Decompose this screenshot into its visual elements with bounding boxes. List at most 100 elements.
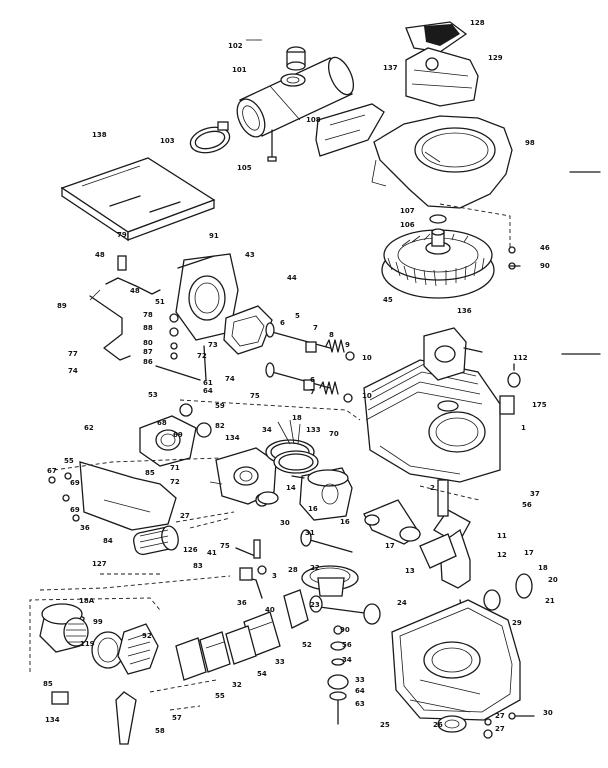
callout-69: 69 — [70, 506, 80, 514]
callout-18: 18 — [538, 564, 548, 572]
flywheel-screws — [508, 246, 521, 270]
callout-61: 61 — [203, 379, 213, 387]
callout-103: 103 — [160, 137, 175, 145]
callout-92: 92 — [142, 632, 152, 640]
oil-pump-washers — [330, 625, 346, 666]
callout-5: 5 — [295, 312, 300, 320]
callout-75: 75 — [250, 392, 260, 400]
callout-83: 83 — [193, 562, 203, 570]
callout-48: 48 — [95, 251, 105, 259]
callout-86: 86 — [143, 358, 153, 366]
callout-40: 40 — [265, 606, 275, 614]
callout-129: 129 — [488, 54, 503, 62]
callout-22: 22 — [310, 564, 320, 572]
muffler-clamp — [189, 121, 231, 154]
callout-14: 14 — [286, 484, 296, 492]
callout-13: 13 — [405, 567, 415, 575]
callout-24: 24 — [397, 599, 407, 607]
callout-59: 59 — [215, 402, 225, 410]
callout-46: 46 — [540, 244, 550, 252]
callout-82: 82 — [215, 422, 225, 430]
callout-10: 10 — [362, 354, 372, 362]
callout-53: 53 — [148, 391, 158, 399]
callout-70: 70 — [329, 430, 339, 438]
callout-44: 44 — [287, 274, 297, 282]
callout-67: 67 — [47, 467, 57, 475]
callout-105: 105 — [237, 164, 252, 172]
callout-10: 10 — [362, 392, 372, 400]
muffler-bolt — [267, 129, 277, 162]
callout-71: 71 — [170, 464, 180, 472]
carburetor-body — [209, 447, 277, 507]
callout-8: 8 — [329, 331, 334, 339]
spark-plug — [507, 363, 521, 388]
callout-126: 126 — [183, 546, 198, 554]
crank-dash — [419, 485, 481, 501]
callout-26: 26 — [433, 721, 443, 729]
cam-shaft — [300, 529, 353, 553]
callout-7: 7 — [313, 324, 318, 332]
callout-77: 77 — [68, 350, 78, 358]
callout-6: 6 — [280, 319, 285, 327]
governor-crank — [235, 539, 267, 599]
callout-56: 56 — [342, 641, 352, 649]
callout-27: 27 — [180, 512, 190, 520]
callout-31: 31 — [305, 529, 315, 537]
governor-linkage — [155, 313, 207, 381]
intake-valve — [265, 322, 355, 361]
callout-45: 45 — [383, 296, 393, 304]
callout-112: 112 — [513, 354, 528, 362]
callout-108: 108 — [306, 116, 321, 124]
callout-9: 9 — [345, 341, 350, 349]
callout-34: 34 — [262, 426, 272, 434]
callout-99: 99 — [93, 618, 103, 626]
callout-30: 30 — [543, 709, 553, 717]
callout-90: 90 — [540, 262, 550, 270]
fuel-line-fitting — [105, 255, 161, 295]
callout-7: 7 — [310, 388, 315, 396]
callout-137: 137 — [383, 64, 398, 72]
callout-32: 32 — [232, 681, 242, 689]
callout-107: 107 — [400, 207, 415, 215]
callout-29: 29 — [512, 619, 522, 627]
callout-3: 3 — [272, 572, 277, 580]
callout-41: 41 — [207, 549, 217, 557]
callout-12: 12 — [497, 551, 507, 559]
callout-18A: 18A — [79, 597, 95, 605]
starter-dashes — [175, 511, 235, 529]
sump-base — [391, 599, 521, 721]
callout-33: 33 — [275, 658, 285, 666]
callout-72: 72 — [170, 478, 180, 486]
muffler-deflector — [315, 103, 385, 157]
callout-72: 72 — [197, 352, 207, 360]
callout-57: 57 — [172, 714, 182, 722]
flywheel — [381, 214, 495, 299]
governor-gear — [483, 573, 533, 611]
fuel-filter — [132, 525, 179, 556]
callout-74: 74 — [225, 375, 235, 383]
callout-28: 28 — [288, 566, 298, 574]
muffler-assembly — [236, 46, 355, 138]
callout-79: 79 — [117, 231, 127, 239]
lower-group-line — [39, 573, 231, 591]
callout-23: 23 — [310, 601, 320, 609]
air-cleaner-screen — [63, 617, 89, 647]
callout-27: 27 — [495, 712, 505, 720]
callout-102: 102 — [228, 42, 243, 50]
cylinder-block — [363, 359, 515, 483]
callout-34: 34 — [342, 656, 352, 664]
callout-101: 101 — [232, 66, 247, 74]
breather-gasket — [223, 305, 273, 355]
callout-21: 21 — [545, 597, 555, 605]
callout-43: 43 — [245, 251, 255, 259]
callout-11: 11 — [497, 532, 507, 540]
callout-6: 6 — [310, 376, 315, 384]
air-baffle — [79, 461, 177, 531]
callout-78: 78 — [143, 311, 153, 319]
cam-gear — [301, 565, 359, 597]
callout-1: 1 — [521, 424, 526, 432]
element-body — [117, 623, 159, 675]
left-screws — [48, 472, 80, 522]
callout-16: 16 — [340, 518, 350, 526]
